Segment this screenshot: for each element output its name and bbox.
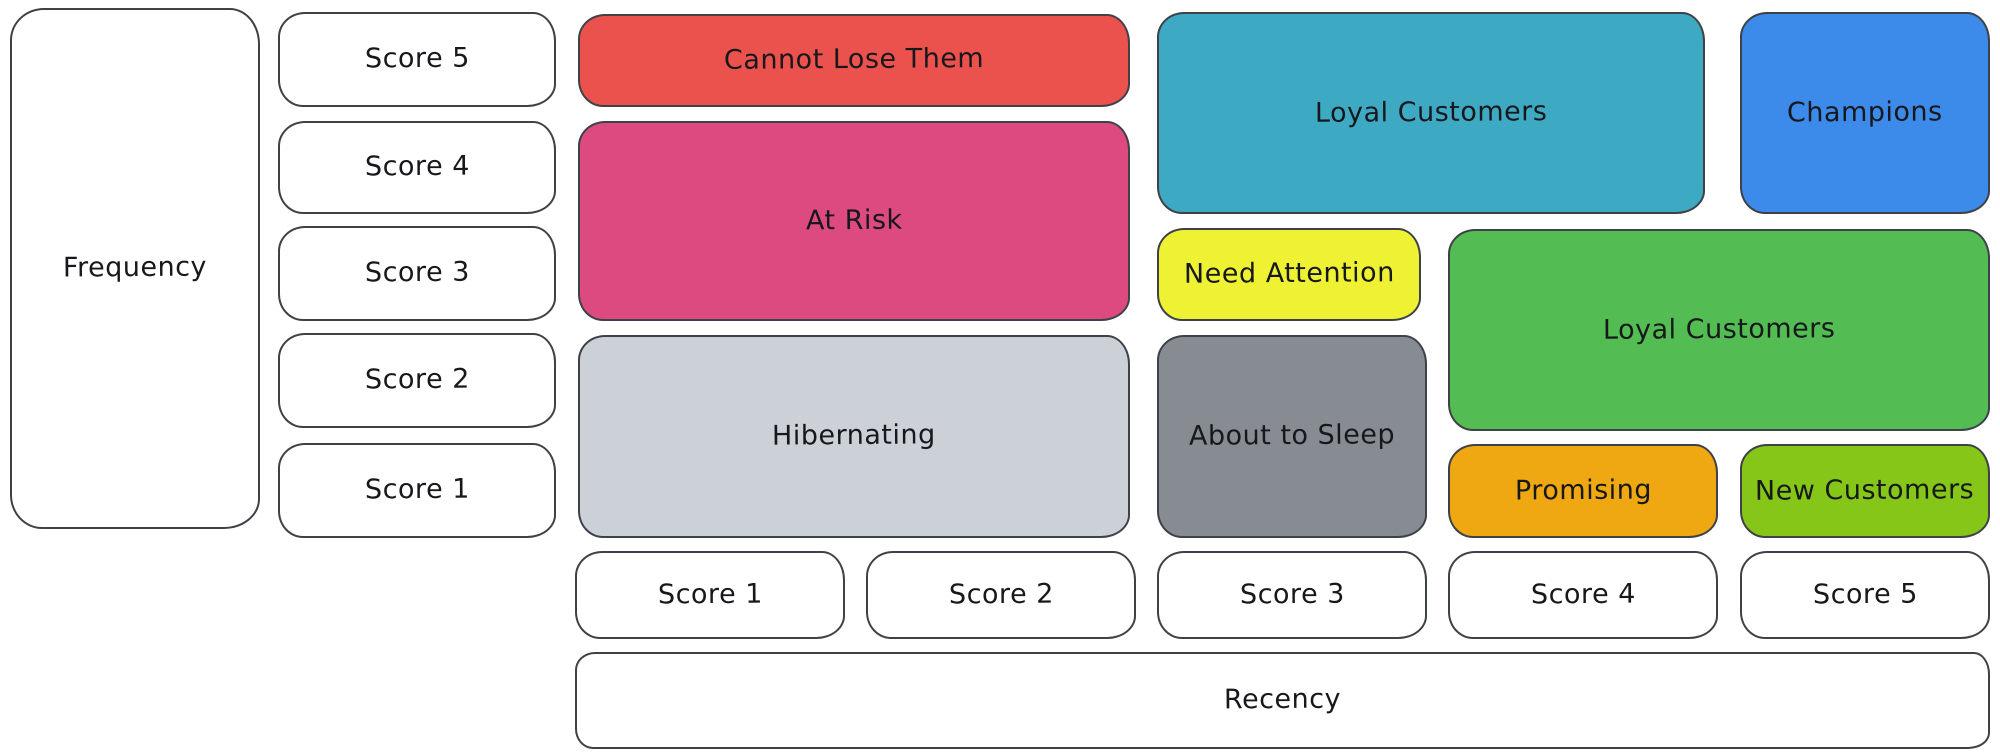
segment-about-to-sleep[interactable]: About to Sleep — [1157, 335, 1427, 538]
segment-champions-label: Champions — [1787, 96, 1943, 129]
segment-need-attention[interactable]: Need Attention — [1157, 228, 1421, 321]
frequency-axis[interactable]: Frequency — [10, 8, 260, 529]
segment-loyal-customers-upper[interactable]: Loyal Customers — [1157, 12, 1705, 214]
recency-score-2-label: Score 2 — [948, 578, 1054, 611]
segment-cannot-lose-them-label: Cannot Lose Them — [723, 43, 985, 77]
frequency-score-2[interactable]: Score 2 — [278, 333, 556, 428]
recency-score-1[interactable]: Score 1 — [575, 551, 845, 639]
frequency-score-3-label: Score 3 — [364, 256, 470, 289]
frequency-score-2-label: Score 2 — [364, 363, 470, 396]
recency-score-1-label: Score 1 — [657, 578, 763, 611]
segment-cannot-lose-them[interactable]: Cannot Lose Them — [578, 14, 1130, 107]
recency-score-4-label: Score 4 — [1530, 578, 1636, 611]
segment-about-to-sleep-label: About to Sleep — [1188, 419, 1396, 453]
recency-axis-label: Recency — [1223, 683, 1342, 716]
recency-axis[interactable]: Recency — [575, 652, 1990, 749]
frequency-score-1-label: Score 1 — [364, 473, 470, 506]
segment-at-risk[interactable]: At Risk — [578, 121, 1130, 321]
segment-promising-label: Promising — [1514, 474, 1652, 507]
segment-champions[interactable]: Champions — [1740, 12, 1990, 214]
recency-score-3-label: Score 3 — [1239, 578, 1345, 611]
segment-hibernating-label: Hibernating — [772, 419, 936, 452]
segment-new-customers[interactable]: New Customers — [1740, 444, 1990, 538]
frequency-score-4[interactable]: Score 4 — [278, 121, 556, 214]
recency-score-5[interactable]: Score 5 — [1740, 551, 1990, 639]
frequency-score-4-label: Score 4 — [364, 150, 470, 183]
frequency-score-5-label: Score 5 — [364, 42, 470, 75]
frequency-score-1[interactable]: Score 1 — [278, 443, 556, 538]
segment-loyal-customers-upper-label: Loyal Customers — [1314, 95, 1548, 129]
recency-score-5-label: Score 5 — [1812, 578, 1918, 611]
segment-loyal-customers-lower[interactable]: Loyal Customers — [1448, 229, 1990, 431]
recency-score-3[interactable]: Score 3 — [1157, 551, 1427, 639]
segment-loyal-customers-lower-label: Loyal Customers — [1602, 312, 1836, 346]
segment-need-attention-label: Need Attention — [1183, 257, 1395, 291]
segment-promising[interactable]: Promising — [1448, 444, 1718, 538]
recency-score-2[interactable]: Score 2 — [866, 551, 1136, 639]
recency-score-4[interactable]: Score 4 — [1448, 551, 1718, 639]
frequency-score-3[interactable]: Score 3 — [278, 226, 556, 321]
segment-hibernating[interactable]: Hibernating — [578, 335, 1130, 538]
frequency-axis-label: Frequency — [62, 251, 208, 284]
frequency-score-5[interactable]: Score 5 — [278, 12, 556, 107]
segment-at-risk-label: At Risk — [805, 204, 903, 237]
segment-new-customers-label: New Customers — [1755, 474, 1975, 507]
